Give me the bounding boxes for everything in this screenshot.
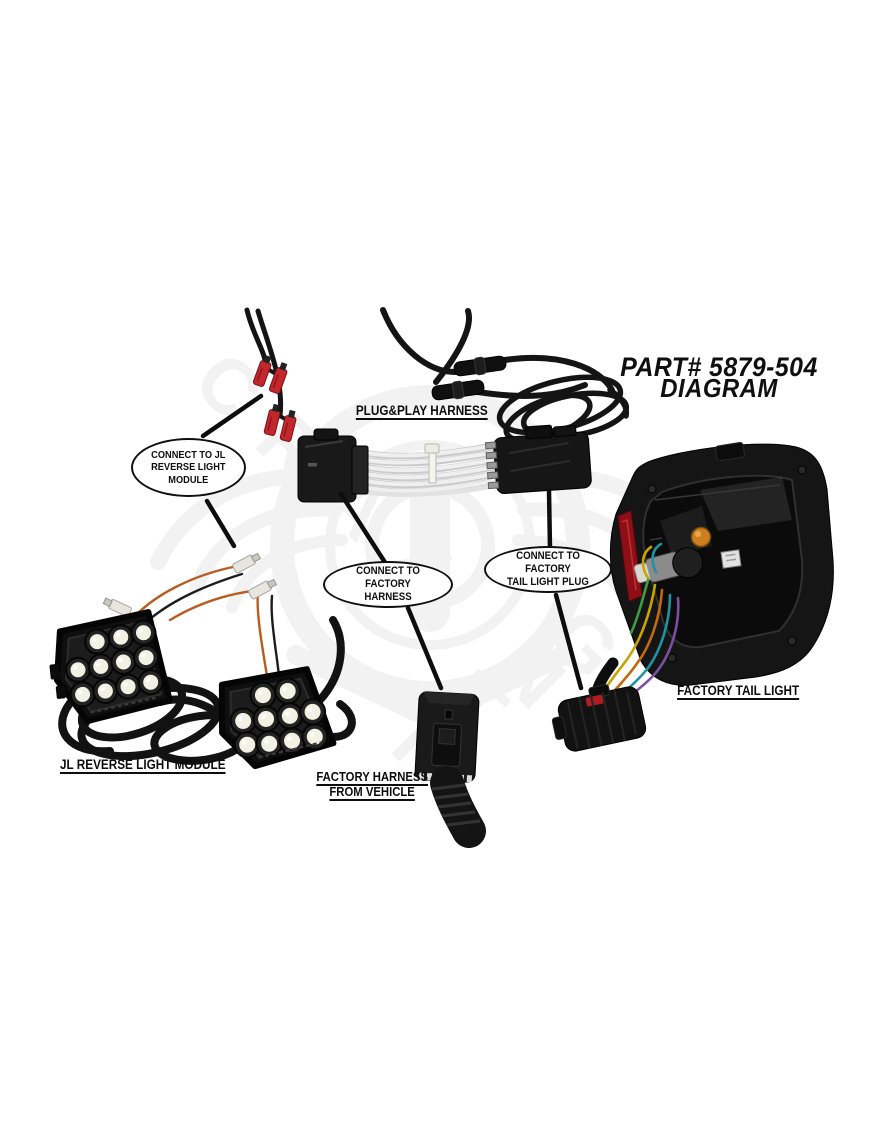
part-number: PART# 5879-504 xyxy=(620,352,818,382)
led-module-1 xyxy=(49,609,173,725)
plug-play-harness-photo xyxy=(244,307,630,503)
corrugated-tube xyxy=(430,766,486,848)
zip-tie xyxy=(424,443,440,484)
led-module-2 xyxy=(218,666,337,770)
leader-lines xyxy=(200,393,584,691)
plug-play-harness-label: PLUG&PLAY HARNESS xyxy=(355,403,488,418)
callout-connect-tail-light-plug: CONNECT TO FACTORY TAIL LIGHT PLUG xyxy=(484,546,612,593)
factory-tail-light-label: FACTORY TAIL LIGHT xyxy=(677,683,800,698)
amber-bulb xyxy=(690,526,712,548)
red-spade-terminals xyxy=(252,355,297,442)
jl-reverse-light-modules-photo xyxy=(49,552,356,770)
barrel-connectors xyxy=(431,355,507,401)
led-array xyxy=(64,619,164,708)
callout-connect-factory-harness: CONNECT TO FACTORY HARNESS xyxy=(323,561,453,608)
red-reflector xyxy=(617,510,643,602)
jl-reverse-light-module-label: JL REVERSE LIGHT MODULE xyxy=(60,757,226,772)
harness-left-connector xyxy=(297,428,369,503)
diagram-word: DIAGRAM xyxy=(660,373,778,403)
factory-harness-label: FACTORY HARNESS FROM VEHICLE xyxy=(316,769,429,799)
factory-tail-light-photo xyxy=(551,441,834,752)
clear-spade-terminals xyxy=(102,552,278,618)
svg-text:C: C xyxy=(178,335,280,437)
tail-light-plug xyxy=(551,684,647,752)
bulb-socket xyxy=(633,547,704,584)
callout-connect-jl-module: CONNECT TO JL REVERSE LIGHT MODULE xyxy=(131,438,246,497)
harness-right-connector xyxy=(484,424,592,495)
part-number-title: PART# 5879-504 DIAGRAM xyxy=(600,352,838,403)
led-array xyxy=(229,677,329,759)
factory-harness-plug-photo xyxy=(414,691,486,848)
